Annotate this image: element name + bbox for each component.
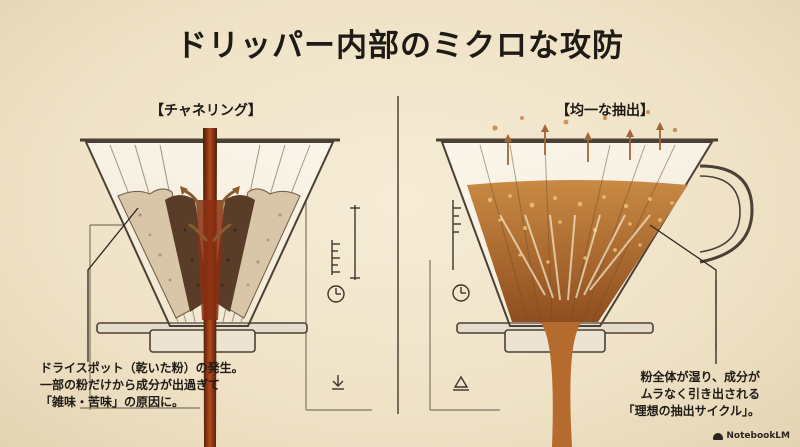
steam-arrows — [507, 128, 661, 165]
caption-line: 粉全体が湿り、成分が — [640, 370, 760, 384]
caption-line: 一部の粉だけから成分が出過ぎて — [40, 378, 221, 392]
flow-arrows-right — [499, 214, 651, 301]
clock-icon — [327, 284, 470, 303]
notebooklm-logo: NotebookLM — [713, 431, 790, 441]
caption-line: ドライスポット（乾いた粉）の発生。 — [40, 361, 244, 375]
leader-lines — [87, 207, 717, 364]
channeling-caption: ドライスポット（乾いた粉）の発生。 一部の粉だけから成分が出過ぎて 「雑味・苦味… — [40, 360, 244, 411]
dripper-right-icon — [436, 110, 754, 447]
notebooklm-logo-icon — [713, 432, 724, 440]
dripper-left-icon — [80, 128, 340, 447]
page-title: ドリッパー内部のミクロな攻防 — [176, 28, 624, 64]
logo-text: NotebookLM — [726, 431, 790, 441]
center-divider — [397, 96, 399, 414]
caption-line: ムラなく引き出される — [640, 387, 760, 401]
ruler-icon — [331, 200, 461, 280]
uniform-extraction-label: 【均一な抽出】 — [556, 103, 654, 119]
uniform-extraction-caption: 粉全体が湿り、成分が ムラなく引き出される 「理想の抽出サイクル」。 — [623, 369, 760, 420]
down-arrow-icon — [332, 375, 344, 390]
channeling-label: 【チャネリング】 — [150, 103, 262, 119]
caption-line: 「理想の抽出サイクル」。 — [622, 404, 760, 418]
triangle-marker-icon — [453, 375, 469, 391]
caption-line: 「雑味・苦味」の原因に。 — [40, 395, 185, 409]
